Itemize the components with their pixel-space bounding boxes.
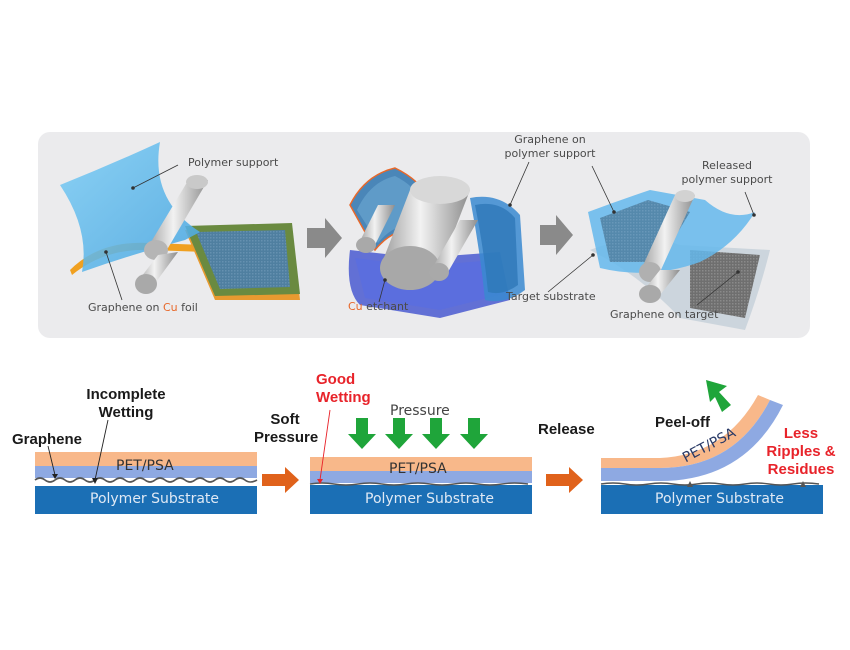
label-polymer-substrate-2: Polymer Substrate: [365, 491, 495, 507]
pet-layer-1: [35, 452, 257, 466]
label-line: polymer support: [504, 147, 596, 160]
roller-top: [144, 175, 208, 260]
label-pet-psa-2: PET/PSA: [389, 461, 447, 477]
peeled-pet-layer: [601, 395, 770, 468]
stage1-layers: [34, 419, 258, 514]
label-polymer-substrate-1: Polymer Substrate: [90, 491, 220, 507]
stage3-layers: [600, 380, 823, 514]
label-cu: Cu: [162, 301, 178, 314]
pressure-arrows: [348, 418, 488, 449]
label-polymer-support: Polymer support: [188, 156, 279, 169]
label-text: etchant: [362, 300, 409, 313]
graphene-wavy-line-1: [34, 477, 258, 483]
step2-illustration: [348, 167, 525, 318]
pressure-arrow-icon: [460, 418, 488, 449]
substrate-layer-2: [310, 485, 532, 514]
roller-bottom-step3: [639, 270, 680, 303]
label-line: Graphene on: [514, 133, 586, 146]
label-line: Wetting: [316, 389, 371, 406]
graphene-line-3: [600, 482, 820, 486]
graphene-on-target-mesh: [690, 250, 760, 318]
pressure-arrow-icon: [348, 418, 376, 449]
pet-layer-2: [310, 457, 532, 471]
label-pressure: Pressure: [390, 403, 450, 419]
roller-bottom: [135, 252, 178, 294]
label-line: Less: [783, 425, 819, 442]
step3-illustration: [588, 190, 770, 330]
leader-lines-top: [104, 161, 756, 306]
label-polymer-substrate-3: Polymer Substrate: [655, 491, 785, 507]
label-line: Released: [702, 159, 752, 172]
label-line: polymer support: [681, 173, 773, 186]
roller-top-step3: [639, 190, 695, 282]
label-line: Ripples &: [766, 443, 836, 460]
label-line: Pressure: [254, 429, 319, 446]
label-line: Incomplete: [86, 386, 166, 403]
psa-layer-1: [35, 466, 257, 478]
label-line: Soft: [270, 411, 300, 428]
graphene-smooth-line-2: [309, 482, 529, 486]
label-text: Graphene on: [88, 301, 163, 314]
small-roller-right: [429, 220, 478, 281]
label-cu-etchant: Cu etchant: [348, 300, 408, 313]
substrate-layer-1: [35, 486, 257, 514]
label-target-substrate: Target substrate: [506, 290, 596, 303]
label-release: Release: [538, 421, 595, 438]
label-graphene: Graphene: [12, 431, 83, 448]
label-graphene-on-target: Graphene on target: [610, 308, 719, 321]
graphene-mesh: [196, 230, 290, 289]
psa-layer-2: [310, 471, 532, 483]
process-arrow-2-icon: [540, 215, 573, 255]
peel-off-arrow-icon: [706, 380, 731, 412]
substrate-layer-3: [601, 485, 823, 514]
label-pet-psa-1: PET/PSA: [116, 458, 174, 474]
label-graphene-on-cu-foil: Graphene on Cu foil: [88, 301, 198, 314]
label-peel-off: Peel-off: [655, 414, 711, 431]
label-cu: Cu: [348, 300, 363, 313]
label-line: Residues: [767, 461, 835, 478]
pressure-arrow-icon: [422, 418, 450, 449]
pressure-arrow-icon: [385, 418, 413, 449]
step1-illustration: [60, 142, 300, 300]
label-text: foil: [177, 301, 198, 314]
process-arrow-1-icon: [307, 218, 342, 258]
small-roller-left: [356, 205, 395, 253]
label-line: Good: [316, 371, 356, 388]
release-arrow-icon: [546, 467, 583, 493]
label-line: Wetting: [98, 404, 154, 421]
soft-pressure-arrow-icon: [262, 467, 299, 493]
peeled-psa-layer: [601, 400, 783, 481]
stage2-layers: [309, 409, 532, 514]
